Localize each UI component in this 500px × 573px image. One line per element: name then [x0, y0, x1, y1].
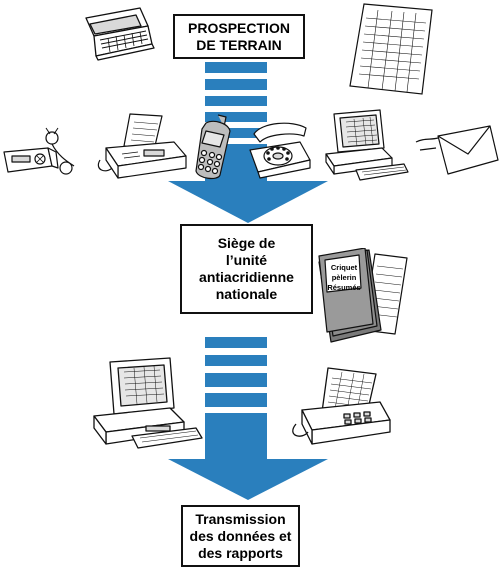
desktop-computer-icon: [93, 357, 203, 449]
report-line-1: Criquet: [330, 263, 358, 272]
data-sheet-icon: [349, 3, 433, 95]
telephone-icon: [249, 122, 311, 179]
desktop-computer-icon: [325, 109, 409, 181]
middle-box-line-4: nationale: [215, 286, 278, 302]
fax-machine-icon: [292, 367, 391, 445]
radio-transceiver-icon: [3, 127, 75, 175]
top-box-line-2: DE TERRAIN: [196, 36, 282, 53]
email-envelope-icon: [415, 125, 499, 175]
top-box-line-1: PROSPECTION: [188, 19, 290, 36]
bottom-box-line-2: des données et: [189, 527, 292, 544]
report-line-2: pèlerin: [331, 273, 357, 282]
national-unit-box: Siège de l’unité antiacridienne national…: [180, 224, 313, 314]
handheld-computer-icon: [85, 7, 155, 61]
middle-box-line-1: Siège de: [217, 235, 276, 251]
report-stack-icon: [318, 248, 408, 343]
bottom-box-line-3: des rapports: [198, 544, 283, 561]
middle-box-line-3: antiacridienne: [199, 269, 294, 285]
report-line-3: Résumés: [327, 283, 361, 292]
transmission-box: Transmission des données et des rapports: [181, 505, 300, 567]
field-survey-box: PROSPECTION DE TERRAIN: [173, 14, 305, 59]
fax-machine-icon: [97, 113, 187, 179]
bottom-box-line-1: Transmission: [195, 510, 286, 527]
mobile-phone-icon: [195, 114, 231, 180]
middle-box-line-2: l’unité: [225, 252, 268, 268]
report-title: Criquet pèlerin Résumés: [327, 263, 361, 293]
bottom-arrow: [168, 337, 328, 500]
